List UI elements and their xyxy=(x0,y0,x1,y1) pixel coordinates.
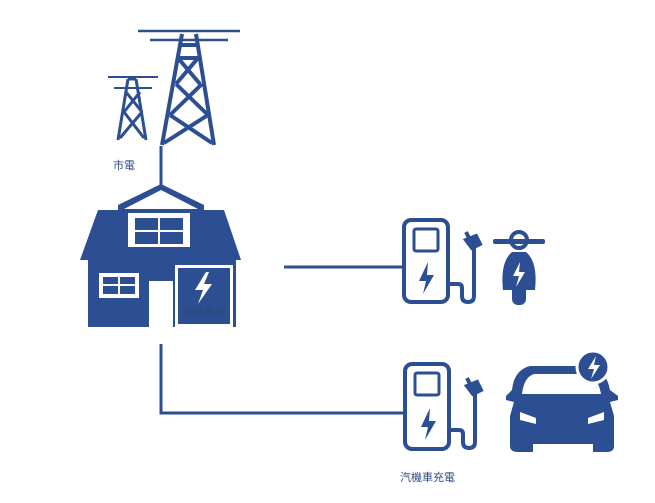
small-transmission-tower-icon xyxy=(108,76,158,141)
scooter-charging-station-icon xyxy=(402,218,483,305)
house-icon xyxy=(80,184,241,327)
storage-system-label: 儲能系統 xyxy=(182,306,226,319)
car-icon xyxy=(506,349,618,452)
car-charging-station-icon xyxy=(403,362,484,451)
grid-label: 市電 xyxy=(113,159,135,172)
scooter-icon xyxy=(493,230,545,305)
car-connection-line xyxy=(159,344,404,415)
large-transmission-tower-icon xyxy=(138,29,240,146)
storage-lightning-icon xyxy=(195,272,212,304)
vehicle-charging-label: 汽機車充電 xyxy=(400,471,455,484)
